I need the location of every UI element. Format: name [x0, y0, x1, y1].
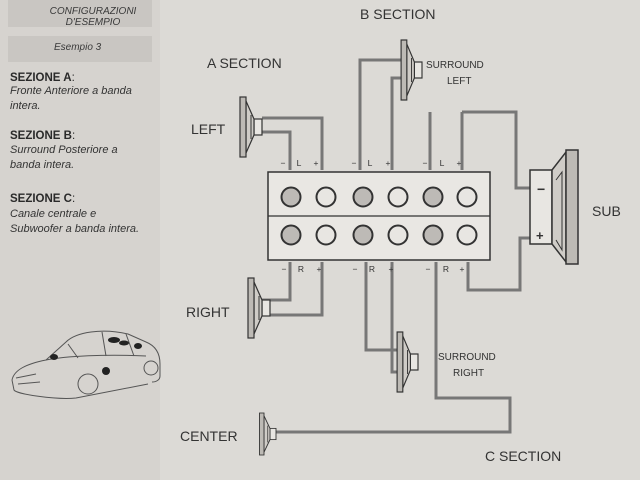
terminal-knob — [315, 224, 337, 246]
subwoofer-icon: − + — [529, 149, 579, 265]
sidebar: CONFIGURAZIONI D'ESEMPIO Esempio 3 SEZIO… — [0, 0, 161, 480]
term-top-3: − — [352, 158, 357, 168]
surround-left-label-2: LEFT — [447, 76, 471, 87]
section-b-desc: Surround Posteriore a banda intera. — [10, 144, 118, 171]
terminal-knob — [387, 186, 409, 208]
header-line2: D'ESEMPIO — [65, 17, 121, 28]
term-bot-6: − — [426, 264, 431, 274]
term-top-0: − — [281, 158, 286, 168]
terminal-knob — [352, 224, 374, 246]
speaker-dot-icon — [119, 340, 129, 346]
section-c-desc: Canale centrale e Subwoofer a banda inte… — [10, 208, 140, 235]
term-top-8: + — [457, 158, 462, 168]
term-top-4: L — [368, 158, 373, 168]
surround-right-label-1: SURROUND — [438, 352, 496, 363]
section-c-title: SEZIONE C: — [10, 193, 76, 205]
terminal-knob — [315, 186, 337, 208]
terminal-knob — [422, 224, 444, 246]
speaker-surround-right-icon — [396, 331, 419, 393]
term-top-7: L — [440, 158, 445, 168]
sidebar-header: CONFIGURAZIONI D'ESEMPIO — [8, 0, 152, 28]
amplifier: − L + − L + − L + − R + − R + − R + — [267, 158, 491, 274]
surround-left-label-1: SURROUND — [426, 60, 484, 71]
term-bot-3: − — [353, 264, 358, 274]
example-label: Esempio 3 — [54, 42, 102, 53]
term-bot-5: + — [389, 264, 394, 274]
terminal-knob — [280, 224, 302, 246]
term-bot-7: R — [443, 264, 449, 274]
center-label: CENTER — [180, 428, 238, 444]
term-bot-2: + — [317, 264, 322, 274]
speaker-dot-icon — [108, 337, 120, 343]
sub-label: SUB — [592, 203, 621, 219]
term-top-6: − — [423, 158, 428, 168]
section-b-title: SEZIONE B: — [10, 130, 76, 142]
term-bot-1: R — [298, 264, 304, 274]
sub-plus-icon: + — [536, 228, 544, 243]
b-section-label: B SECTION — [360, 6, 435, 22]
c-section-label: C SECTION — [485, 448, 561, 464]
term-bot-4: R — [369, 264, 375, 274]
terminal-knob — [387, 224, 409, 246]
wires — [262, 58, 530, 434]
section-a-desc: Fronte Anteriore a banda intera. — [10, 85, 132, 112]
term-top-2: + — [314, 158, 319, 168]
car-illustration — [11, 330, 161, 399]
terminal-knob — [352, 186, 374, 208]
left-label: LEFT — [191, 121, 226, 137]
speaker-dot-icon — [102, 367, 110, 375]
term-top-5: + — [386, 158, 391, 168]
terminal-knob — [280, 186, 302, 208]
term-bot-8: + — [460, 264, 465, 274]
a-section-label: A SECTION — [207, 55, 282, 71]
speaker-right-icon — [247, 277, 271, 339]
speaker-center-icon — [259, 412, 277, 456]
term-bot-0: − — [282, 264, 287, 274]
sub-minus-icon: − — [537, 181, 545, 197]
terminal-knob — [422, 186, 444, 208]
speaker-surround-left-icon — [400, 39, 423, 101]
speaker-dot-icon — [50, 354, 58, 360]
right-label: RIGHT — [186, 304, 230, 320]
speaker-left-icon — [239, 96, 263, 158]
section-a-title: SEZIONE A: — [10, 72, 75, 84]
surround-right-label-2: RIGHT — [453, 368, 484, 379]
term-top-1: L — [297, 158, 302, 168]
terminal-knob — [456, 224, 478, 246]
header-line1: CONFIGURAZIONI — [49, 6, 137, 17]
speaker-dot-icon — [134, 343, 142, 349]
terminal-knob — [456, 186, 478, 208]
example-band: Esempio 3 — [8, 36, 152, 62]
